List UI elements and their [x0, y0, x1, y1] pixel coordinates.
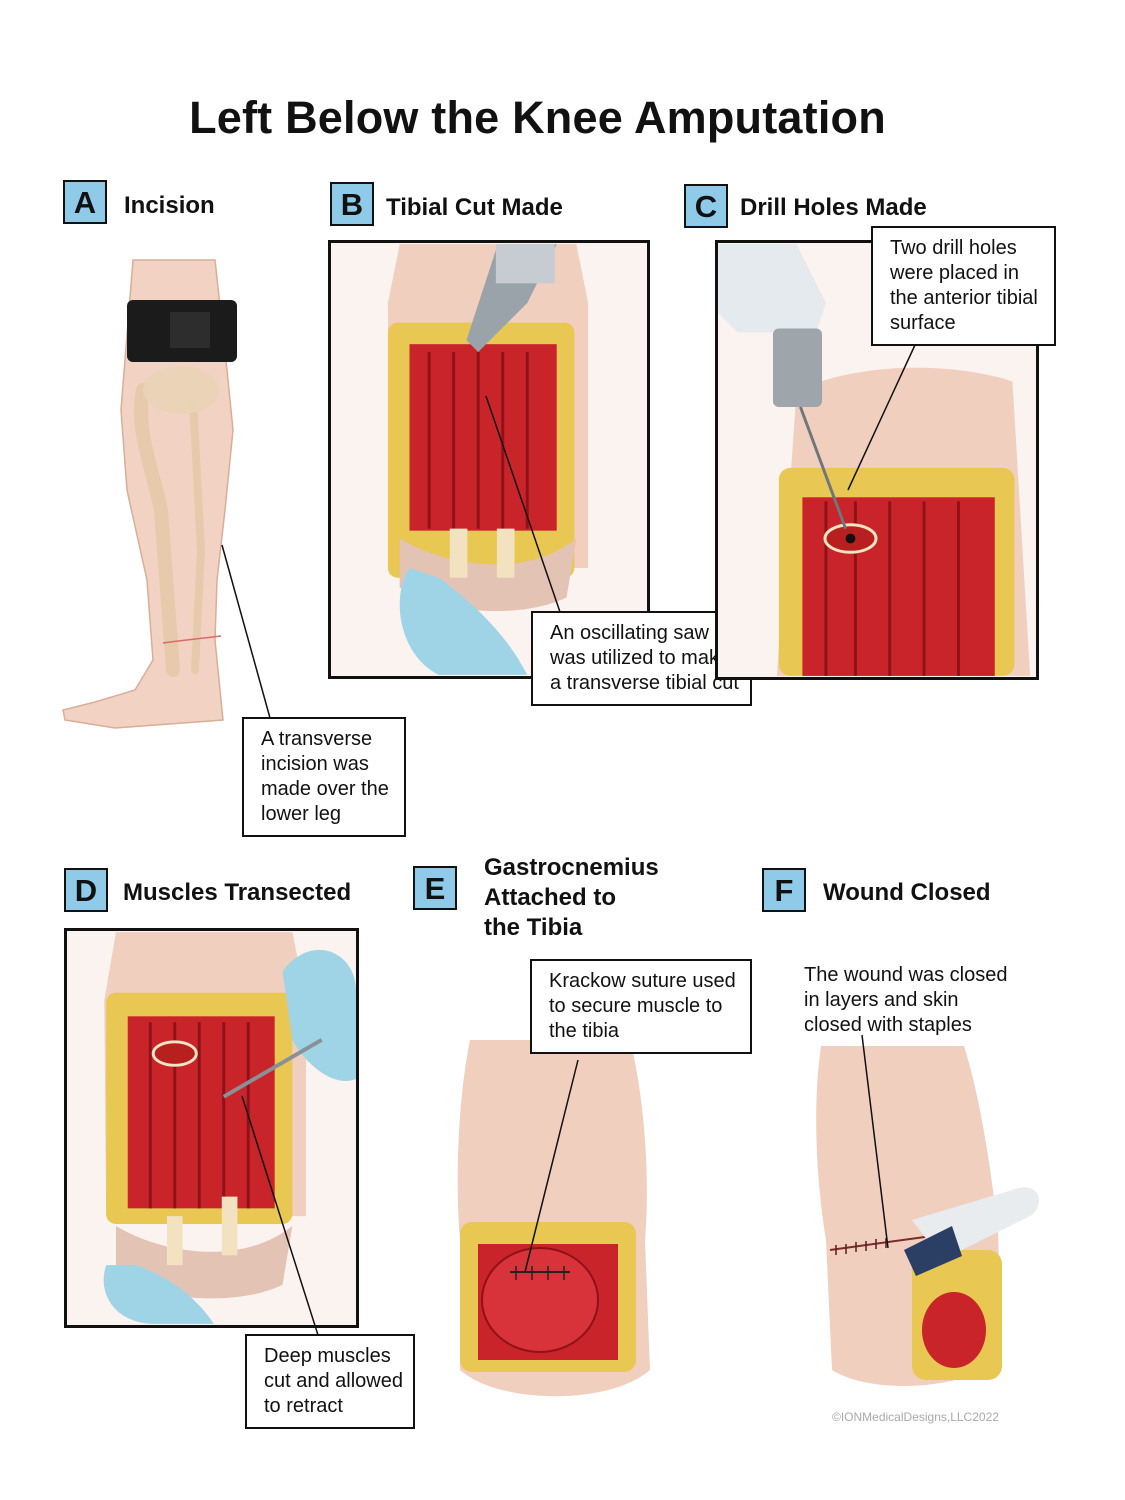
heading-line: Attached to [484, 884, 616, 911]
panel-f-illustration [812, 1040, 1047, 1395]
callout-line: A transverse [261, 728, 373, 750]
callout-line: surface [890, 312, 956, 334]
callout-line: the tibia [549, 1020, 620, 1042]
leg-illustration [55, 250, 265, 740]
panel-f-heading: Wound Closed [823, 879, 991, 906]
panel-c-badge: C [684, 184, 728, 228]
callout-line: was utilized to make [550, 647, 731, 669]
callout-line: cut and allowed [264, 1370, 403, 1392]
callout-line: lower leg [261, 803, 342, 825]
callout-line: An oscillating saw [550, 622, 709, 644]
callout-line: made over the [261, 778, 389, 800]
panel-e-illustration [440, 1040, 660, 1405]
callout-line: the anterior tibial [890, 287, 1038, 309]
panel-b-badge: B [330, 182, 374, 226]
panel-f-caption: The wound was closed in layers and skin … [786, 955, 1036, 1046]
callout-line: were placed in [890, 262, 1019, 284]
callout-line: incision was [261, 753, 369, 775]
callout-line: to secure muscle to [549, 995, 723, 1017]
callout-line: closed with staples [804, 1014, 972, 1036]
callout-line: Deep muscles [264, 1345, 391, 1367]
panel-a-heading: Incision [124, 192, 215, 219]
panel-e-callout: Krackow suture used to secure muscle to … [530, 959, 752, 1054]
heading-line: Gastrocnemius [484, 854, 659, 881]
copyright-text: ©IONMedicalDesigns,LLC2022 [832, 1410, 999, 1424]
panel-c-heading: Drill Holes Made [740, 194, 927, 221]
panel-b-heading: Tibial Cut Made [386, 194, 563, 221]
panel-d-illustration [64, 928, 359, 1328]
heading-line: the Tibia [484, 914, 583, 941]
page-title: Left Below the Knee Amputation [189, 92, 886, 143]
panel-e-badge: E [413, 866, 457, 910]
callout-line: to retract [264, 1395, 343, 1417]
panel-c-illustration [715, 240, 1039, 680]
callout-line: in layers and skin [804, 989, 959, 1011]
panel-c-callout: Two drill holes were placed in the anter… [871, 226, 1056, 346]
panel-e-heading: Gastrocnemius Attached to the Tibia [484, 853, 704, 943]
panel-d-callout: Deep muscles cut and allowed to retract [245, 1334, 415, 1429]
callout-line: Two drill holes [890, 237, 1017, 259]
callout-line: Krackow suture used [549, 970, 736, 992]
callout-line: a transverse tibial cut [550, 672, 739, 694]
callout-line: The wound was closed [804, 964, 1008, 986]
panel-d-heading: Muscles Transected [123, 879, 352, 906]
panel-a-callout: A transverse incision was made over the … [242, 717, 406, 837]
panel-f-badge: F [762, 868, 806, 912]
panel-d-badge: D [64, 868, 108, 912]
panel-a-badge: A [63, 180, 107, 224]
